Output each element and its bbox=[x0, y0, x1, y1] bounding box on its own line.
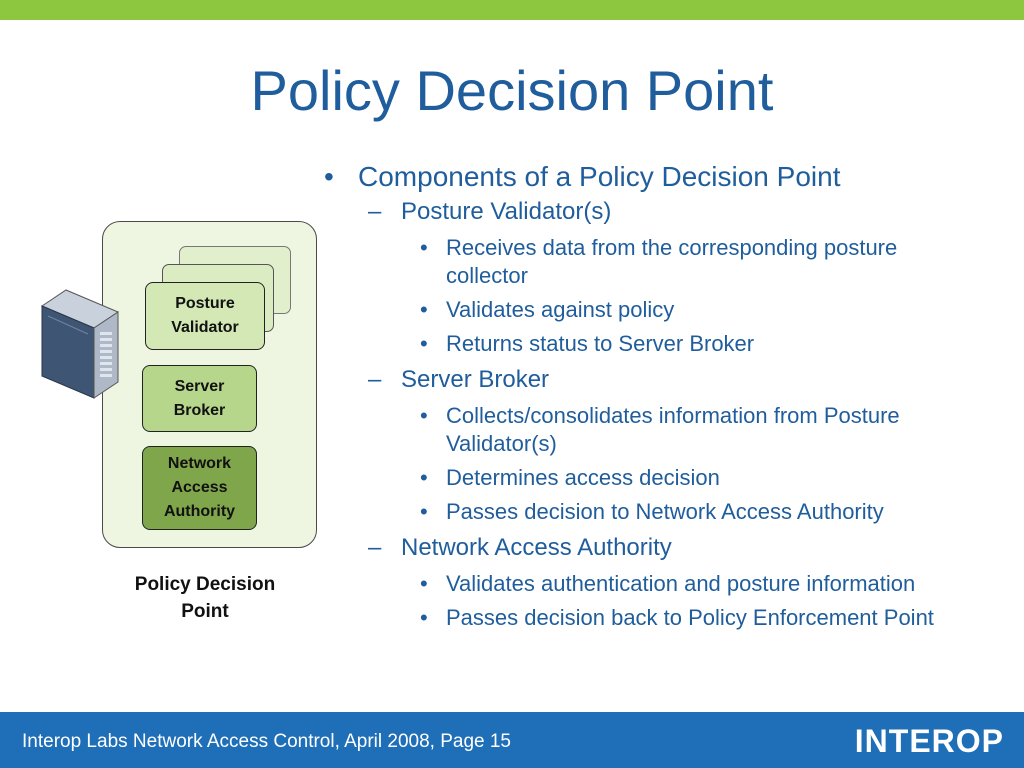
posture-validator-label: Posture Validator bbox=[171, 295, 239, 336]
list-item: • Validates authentication and posture i… bbox=[312, 570, 1012, 598]
network-access-authority-node: Network Access Authority bbox=[142, 446, 257, 530]
section-label: – Server Broker bbox=[312, 364, 1012, 396]
slide-title: Policy Decision Point bbox=[250, 59, 774, 122]
bullet-heading: • Components of a Policy Decision Point bbox=[312, 158, 1012, 196]
dash-marker: – bbox=[368, 534, 382, 561]
list-item-text: Receives data from the corresponding pos… bbox=[446, 235, 898, 288]
list-item-text: Returns status to Server Broker bbox=[446, 331, 755, 356]
footer-bar: Interop Labs Network Access Control, Apr… bbox=[0, 712, 1024, 768]
server-broker-node: Server Broker bbox=[142, 365, 257, 432]
list-item-text: Passes decision to Network Access Author… bbox=[446, 499, 884, 524]
section-label-text: Network Access Authority bbox=[401, 534, 672, 561]
list-item: • Collects/consolidates information from… bbox=[312, 402, 1012, 458]
bullet-marker: • bbox=[420, 465, 428, 490]
list-item-text: Determines access decision bbox=[446, 465, 720, 490]
bullet-marker: • bbox=[420, 605, 428, 630]
section-label-text: Posture Validator(s) bbox=[401, 198, 612, 225]
dash-marker: – bbox=[368, 366, 382, 393]
dash-marker: – bbox=[368, 198, 382, 225]
bullet-marker: • bbox=[324, 161, 334, 192]
list-item: • Validates against policy bbox=[312, 296, 1012, 324]
bullet-heading-text: Components of a Policy Decision Point bbox=[358, 161, 841, 192]
section-label-text: Server Broker bbox=[401, 366, 550, 393]
list-item: • Receives data from the corresponding p… bbox=[312, 234, 1012, 290]
diagram-caption: Policy Decision Point bbox=[134, 574, 276, 622]
list-item: • Returns status to Server Broker bbox=[312, 330, 1012, 358]
list-item: • Passes decision back to Policy Enforce… bbox=[312, 604, 1012, 632]
network-access-authority-label: Network Access Authority bbox=[163, 455, 236, 520]
bullet-marker: • bbox=[420, 297, 428, 322]
bullet-marker: • bbox=[420, 331, 428, 356]
list-item-text: Validates authentication and posture inf… bbox=[446, 571, 916, 596]
list-item: • Passes decision to Network Access Auth… bbox=[312, 498, 1012, 526]
bullet-marker: • bbox=[420, 403, 428, 428]
footer-text: Interop Labs Network Access Control, Apr… bbox=[22, 731, 511, 752]
posture-validator-node: Posture Validator bbox=[145, 282, 265, 350]
server-tower-icon bbox=[40, 289, 120, 399]
list-item-text: Collects/consolidates information from P… bbox=[446, 403, 900, 456]
section-label: – Posture Validator(s) bbox=[312, 196, 1012, 228]
interop-logo: INTEROP bbox=[854, 723, 1004, 759]
list-item: • Determines access decision bbox=[312, 464, 1012, 492]
pdp-diagram: Posture Validator Server Broker Network … bbox=[0, 0, 330, 640]
bullet-marker: • bbox=[420, 235, 428, 260]
list-item-text: Passes decision back to Policy Enforceme… bbox=[446, 605, 934, 630]
server-broker-label: Server Broker bbox=[173, 377, 226, 419]
bullet-list: • Components of a Policy Decision Point … bbox=[312, 158, 1012, 632]
bullet-marker: • bbox=[420, 499, 428, 524]
top-accent-bar bbox=[0, 0, 1024, 20]
section-label: – Network Access Authority bbox=[312, 532, 1012, 564]
bullet-marker: • bbox=[420, 571, 428, 596]
list-item-text: Validates against policy bbox=[446, 297, 675, 322]
